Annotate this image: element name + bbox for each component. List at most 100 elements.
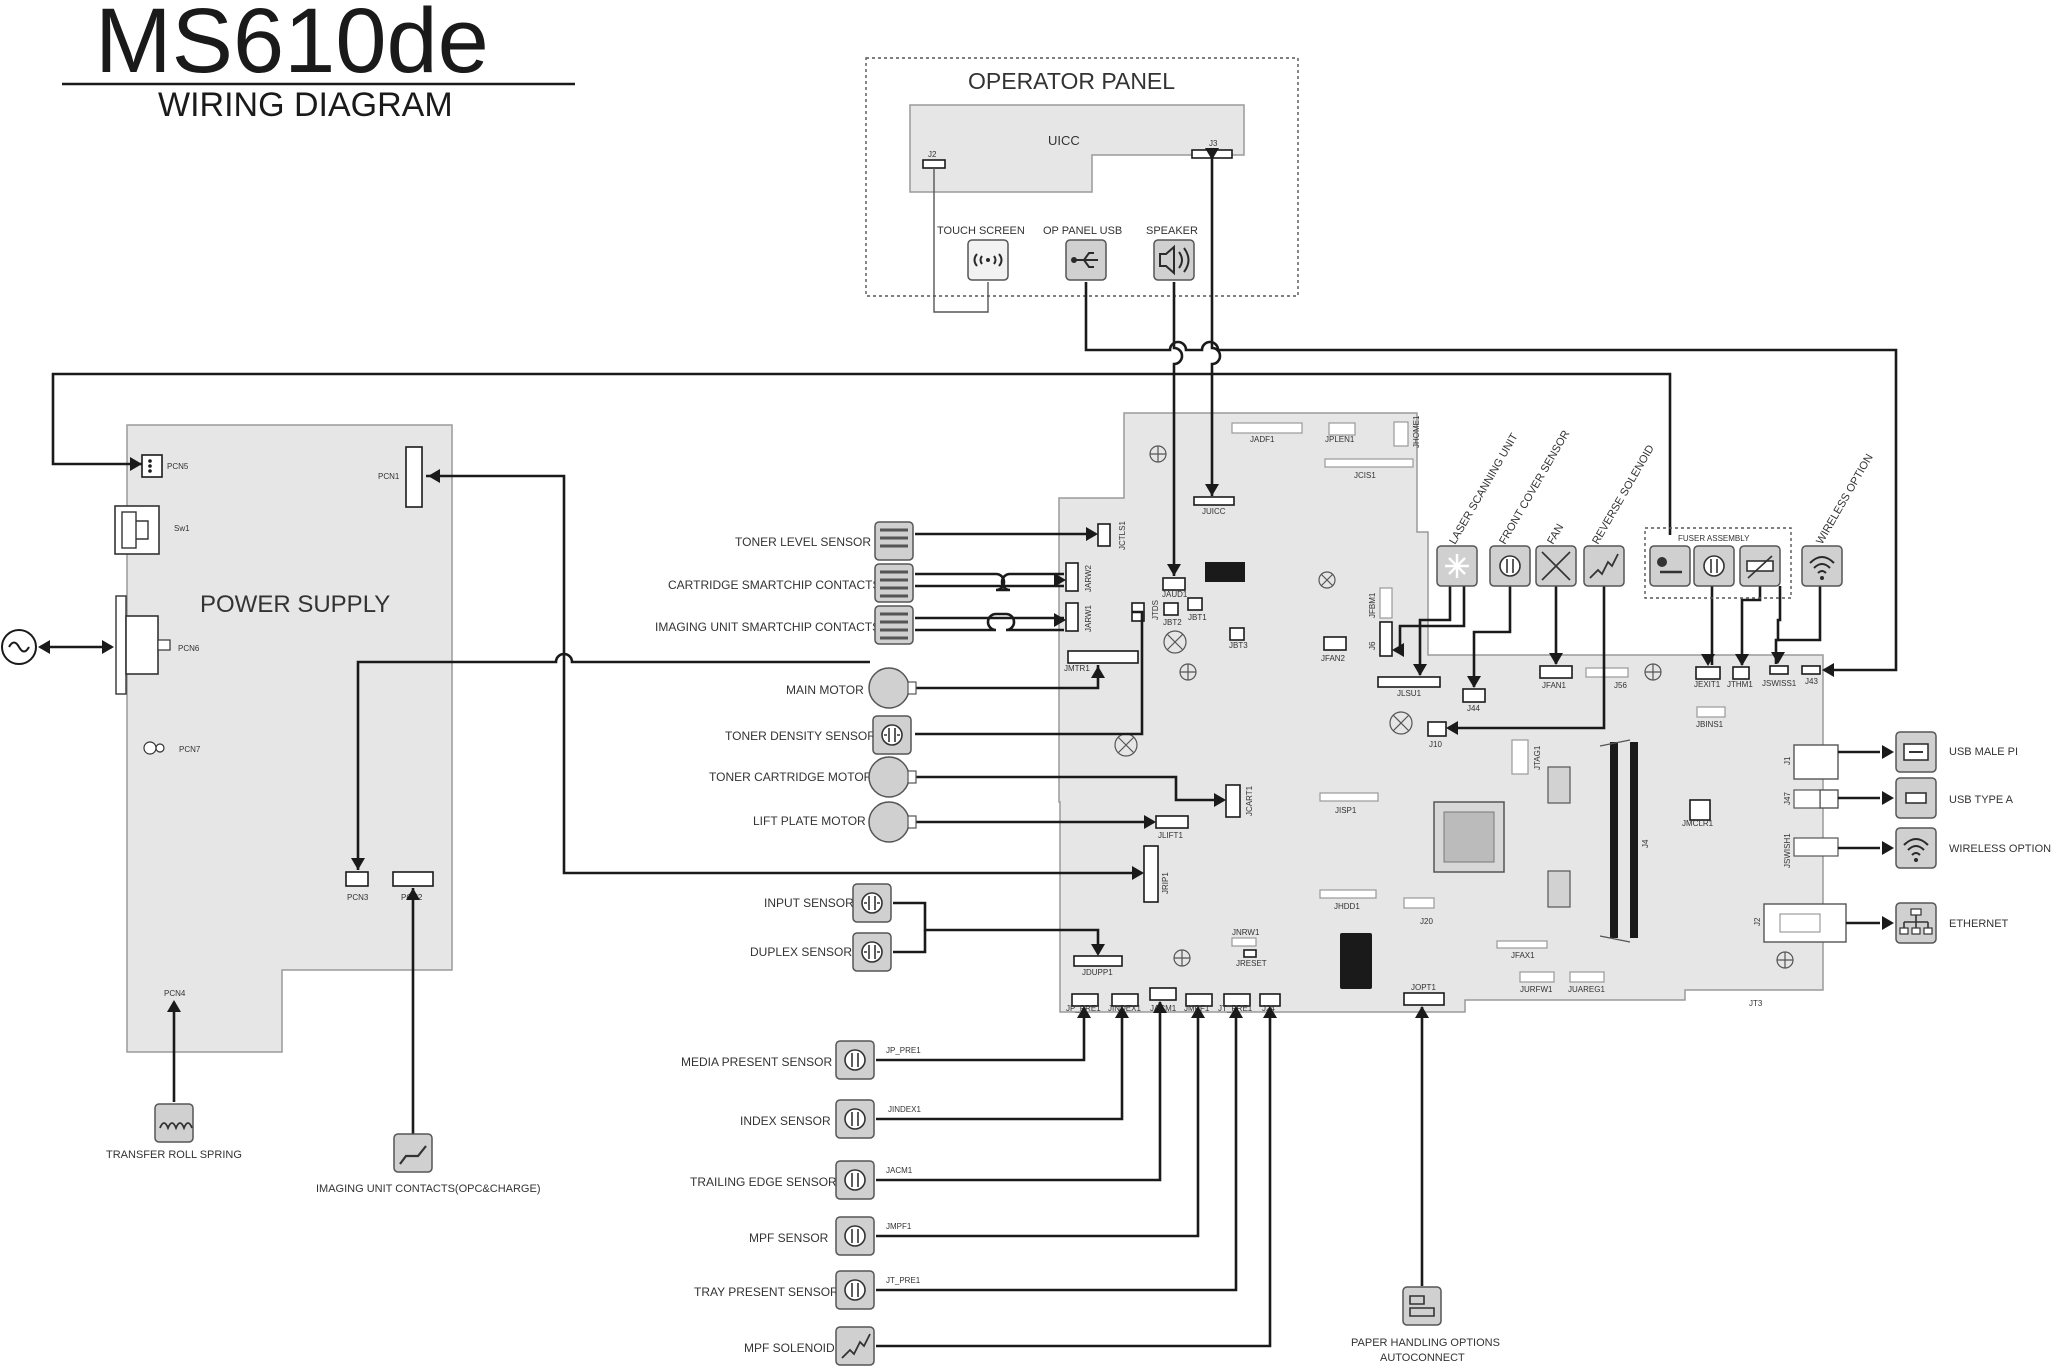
svg-text:JUICC: JUICC (1202, 507, 1226, 516)
svg-text:J1: J1 (1783, 756, 1792, 765)
media-present-sensor-icon (835, 1040, 875, 1080)
toner-density-sensor-icon (872, 715, 912, 755)
svg-text:CARTRIDGE SMARTCHIP CONTACTS: CARTRIDGE SMARTCHIP CONTACTS (668, 578, 880, 592)
input-sensor-icon (852, 883, 892, 923)
svg-text:LIFT PLATE MOTOR: LIFT PLATE MOTOR (753, 814, 866, 828)
svg-text:J43: J43 (1805, 677, 1818, 686)
svg-text:MEDIA PRESENT SENSOR: MEDIA PRESENT SENSOR (681, 1055, 832, 1069)
mount-holes (1114, 445, 1794, 969)
reverse-solenoid-icon (1583, 545, 1625, 587)
svg-text:JTHM1: JTHM1 (1727, 680, 1753, 689)
svg-text:JBT1: JBT1 (1188, 613, 1207, 622)
svg-text:JURFW1: JURFW1 (1520, 985, 1553, 994)
usb-male-pi-icon (1895, 731, 1937, 773)
svg-text:TRAILING EDGE SENSOR: TRAILING EDGE SENSOR (690, 1175, 837, 1189)
svg-text:JP_PRE1: JP_PRE1 (886, 1046, 921, 1055)
svg-text:FAN: FAN (1545, 522, 1566, 547)
jthm1-connector (1732, 666, 1750, 680)
svg-text:J2: J2 (928, 150, 937, 159)
svg-text:PCN7: PCN7 (179, 745, 201, 754)
jrip1-connector (1143, 845, 1159, 903)
svg-text:JISP1: JISP1 (1335, 806, 1357, 815)
jfan2-connector (1323, 636, 1347, 651)
svg-text:J47: J47 (1783, 792, 1792, 805)
svg-text:WIRELESS OPTION: WIRELESS OPTION (1949, 843, 2051, 855)
jfax1-connector (1496, 940, 1548, 949)
j20-connector (1403, 897, 1435, 909)
jp-pre1-connector (1071, 993, 1099, 1007)
svg-text:PCN5: PCN5 (167, 462, 189, 471)
wireless-option-top-icon (1801, 545, 1843, 587)
svg-text:ETHERNET: ETHERNET (1949, 918, 2009, 930)
jhome1-connector (1393, 421, 1409, 447)
jlsu1-connector (1377, 676, 1441, 688)
jbins1-connector (1696, 706, 1726, 718)
svg-text:J56: J56 (1614, 681, 1627, 690)
jtag1-connector (1511, 739, 1529, 775)
svg-text:OP PANEL USB: OP PANEL USB (1043, 225, 1122, 237)
uicc-board (909, 104, 1245, 193)
svg-text:MPF SOLENOID: MPF SOLENOID (744, 1341, 835, 1355)
ethernet-icon (1895, 902, 1937, 944)
jswish1-port (1793, 837, 1839, 857)
touch-screen-icon (967, 239, 1009, 281)
svg-text:MPF SENSOR: MPF SENSOR (749, 1231, 829, 1245)
svg-text:JARW1: JARW1 (1084, 604, 1093, 632)
svg-text:JTAG1: JTAG1 (1533, 745, 1542, 770)
svg-text:JSWISH1: JSWISH1 (1783, 833, 1792, 868)
svg-text:JSWISS1: JSWISS1 (1762, 679, 1797, 688)
svg-text:JRESET: JRESET (1236, 959, 1267, 968)
fuser-exit-sensor-icon (1649, 545, 1691, 587)
jindex1-connector (1111, 993, 1139, 1007)
svg-text:JMCLR1: JMCLR1 (1682, 819, 1714, 828)
cartridge-smartchip-icon (874, 563, 914, 603)
duplex-sensor-icon (852, 932, 892, 972)
wireless-option-icon (1895, 827, 1937, 869)
laser-scanning-unit-icon (1436, 545, 1478, 587)
svg-text:J3: J3 (1209, 139, 1218, 148)
svg-text:JDUPP1: JDUPP1 (1082, 968, 1113, 977)
fan-icon (1535, 545, 1577, 587)
pcn6-connector (115, 595, 171, 695)
svg-text:DUPLEX SENSOR: DUPLEX SENSOR (750, 945, 852, 959)
svg-text:JADF1: JADF1 (1250, 435, 1275, 444)
jctls1-connector (1097, 523, 1111, 547)
j1-usb-port (1793, 744, 1839, 780)
jaud1-connector (1162, 577, 1186, 591)
svg-text:REVERSE SOLENOID: REVERSE SOLENOID (1590, 443, 1657, 546)
svg-text:PCN4: PCN4 (164, 989, 186, 998)
svg-text:INPUT SENSOR: INPUT SENSOR (764, 896, 854, 910)
svg-text:JAUD1: JAUD1 (1162, 590, 1188, 599)
jarw2-connector (1065, 562, 1079, 592)
diagram-subtitle: WIRING DIAGRAM (158, 86, 453, 124)
svg-text:Sw1: Sw1 (174, 524, 190, 533)
wiring (51, 148, 1898, 1348)
jdupp1-connector (1073, 955, 1123, 967)
jlift1-connector (1155, 815, 1189, 829)
svg-text:J4: J4 (1641, 839, 1650, 848)
svg-text:WIRELESS OPTION: WIRELESS OPTION (1814, 452, 1875, 546)
jnrw1-connector (1231, 937, 1257, 947)
front-cover-sensor-icon (1489, 545, 1531, 587)
svg-text:FUSER ASSEMBLY: FUSER ASSEMBLY (1678, 534, 1750, 543)
j44-connector (1462, 688, 1486, 703)
juareg1-connector (1569, 971, 1605, 983)
j47-usb-port (1819, 789, 1839, 809)
memory-chip-a (1547, 766, 1571, 804)
trailing-edge-sensor-icon (835, 1160, 875, 1200)
jplen1-connector (1328, 422, 1356, 436)
svg-text:JNRW1: JNRW1 (1232, 928, 1260, 937)
jhdd1-connector (1319, 889, 1377, 899)
pcn1-connector (405, 446, 423, 508)
dimm-slot-2 (1630, 742, 1638, 938)
pcn5-connector (141, 454, 163, 478)
transfer-roll-spring-icon (154, 1103, 194, 1143)
svg-text:J10: J10 (1429, 740, 1442, 749)
svg-text:PCN6: PCN6 (178, 644, 200, 653)
svg-text:JUAREG1: JUAREG1 (1568, 985, 1605, 994)
svg-text:JACM1: JACM1 (886, 1166, 913, 1175)
juicc-connector (1193, 496, 1235, 506)
svg-text:JT3: JT3 (1749, 999, 1763, 1008)
memory-chip-b (1547, 870, 1571, 908)
